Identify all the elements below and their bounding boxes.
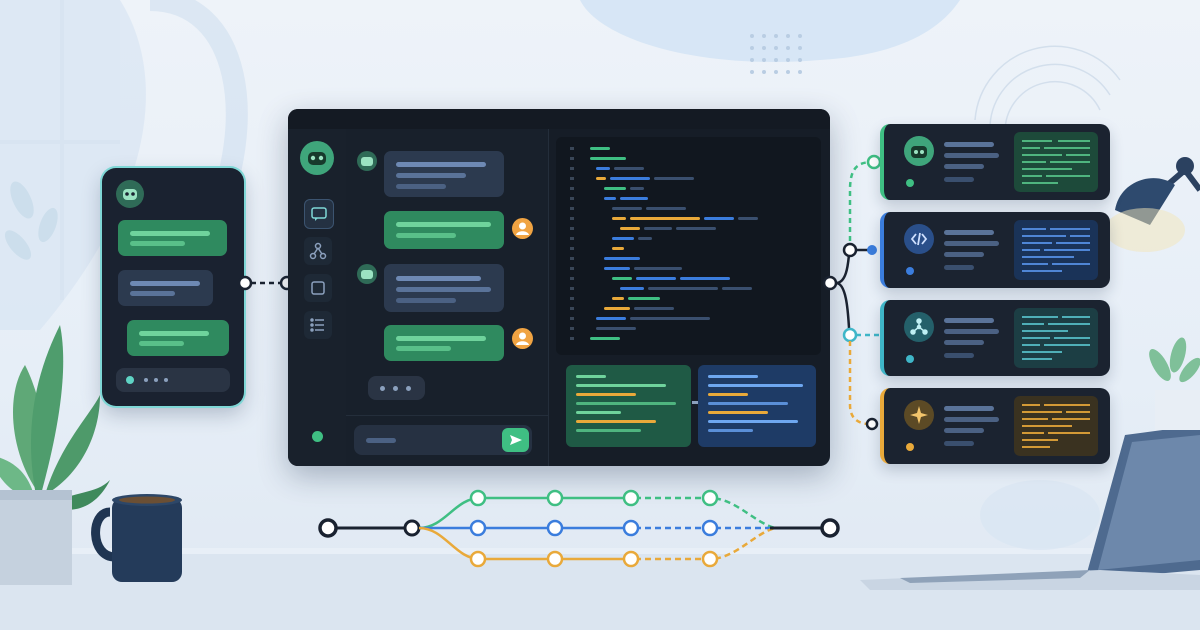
agent-card-code[interactable] [880, 212, 1110, 288]
icon-sidebar [288, 129, 347, 466]
share-nodes-icon [904, 312, 934, 342]
typing-indicator [116, 368, 230, 392]
code-lines [570, 147, 758, 340]
chat-bubble [384, 264, 504, 312]
mobile-chat-panel [102, 168, 244, 406]
robot-icon [357, 151, 377, 171]
diff-pane-left [566, 365, 691, 447]
robot-icon [904, 136, 934, 166]
chat-bubble-icon[interactable] [304, 199, 334, 229]
square-icon[interactable] [304, 274, 332, 302]
user-avatar-icon [512, 328, 533, 349]
chat-bubble [118, 270, 213, 306]
window-titlebar [288, 109, 830, 129]
branch-connectors [822, 154, 882, 431]
plant-icon-right [1149, 337, 1200, 435]
robot-icon [300, 141, 334, 175]
network-icon[interactable] [304, 237, 332, 265]
robot-icon [357, 264, 377, 284]
connector-line [237, 275, 295, 291]
coffee-mug-icon [91, 494, 182, 582]
plant-icon [0, 325, 110, 585]
agent-card-bot[interactable] [880, 124, 1110, 200]
agent-card-network[interactable] [880, 300, 1110, 376]
chat-bubble [384, 211, 504, 249]
message-input[interactable] [354, 425, 532, 455]
code-editor [556, 137, 821, 355]
typing-indicator [368, 376, 425, 400]
send-icon [510, 435, 522, 445]
chat-bubble [127, 320, 229, 356]
send-button[interactable] [502, 428, 529, 452]
status-dot [312, 431, 323, 442]
user-avatar-icon [512, 218, 533, 239]
laptop-icon [860, 430, 1200, 590]
chat-column [346, 129, 548, 466]
diff-pane-right [698, 365, 816, 447]
list-icon[interactable] [304, 311, 332, 339]
robot-icon [116, 180, 144, 208]
agent-card-sparkle[interactable] [880, 388, 1110, 464]
sparkle-icon [904, 400, 934, 430]
code-brackets-icon [904, 224, 934, 254]
diff-arrow [692, 401, 698, 404]
chat-bubble [384, 325, 504, 361]
main-app-window [288, 109, 830, 466]
chat-bubble [384, 151, 504, 197]
pipeline-graph [318, 489, 840, 568]
chat-bubble [118, 220, 227, 256]
desk-lamp-icon [1105, 157, 1200, 252]
